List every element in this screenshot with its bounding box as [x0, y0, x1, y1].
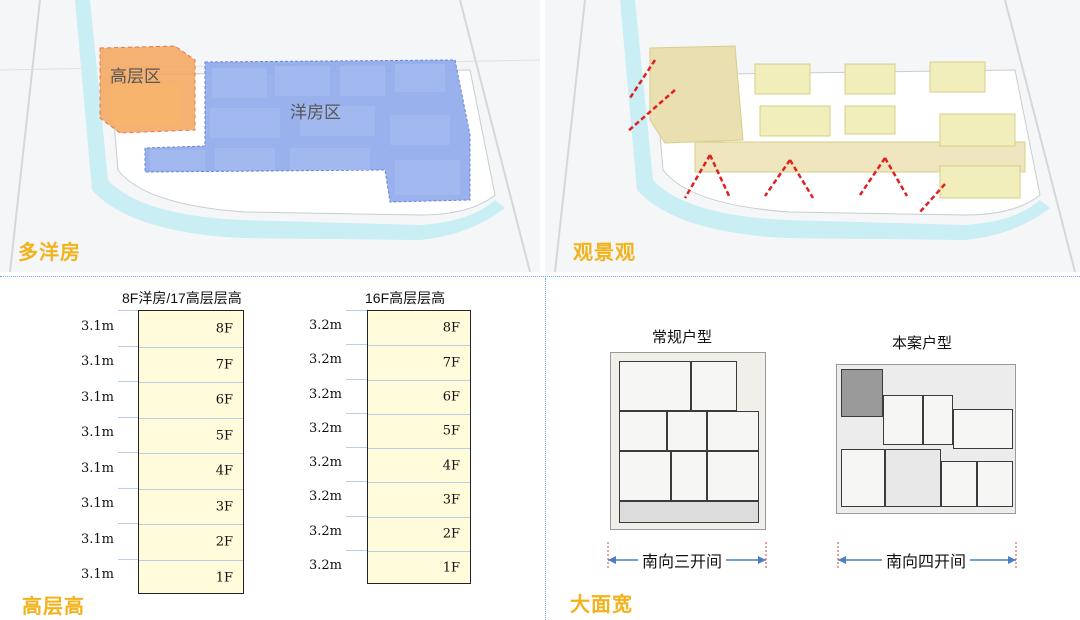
- stack-a-title: 8F洋房/17高层层高: [122, 290, 242, 306]
- floor-height-label: 3.2m: [308, 489, 342, 505]
- view-arrows: [626, 59, 946, 213]
- floor-row: 8F: [139, 311, 243, 347]
- floor-label: 1F: [215, 570, 233, 586]
- floor-height-label: 3.1m: [80, 318, 114, 334]
- floor-row: 6F: [139, 382, 243, 418]
- site-plan-apartment-zones: 高层区 洋房区 多洋房: [0, 0, 540, 272]
- plan-a-title: 常规户型: [652, 328, 713, 346]
- floor-height-label: 3.1m: [80, 460, 114, 476]
- floor-height-label: 3.2m: [308, 386, 342, 402]
- caption-tall-floors: 高层高: [22, 594, 85, 618]
- floor-plan-conventional: [610, 352, 766, 530]
- floor-row: 2F: [368, 516, 470, 551]
- caption-more-villas: 多洋房: [18, 240, 81, 264]
- floor-height-label: 3.1m: [80, 567, 114, 583]
- building-masses: [649, 45, 1026, 199]
- high-rise-zone-block: [99, 45, 196, 134]
- floor-row: 5F: [368, 413, 470, 448]
- floor-height-tick: [118, 310, 138, 311]
- floor-label: 5F: [215, 428, 233, 444]
- floor-label: 7F: [215, 357, 233, 373]
- floor-height-label: 3.1m: [80, 354, 114, 370]
- floor-height-tick: [118, 416, 138, 418]
- high-rise-zone-label: 高层区: [110, 67, 161, 87]
- floor-label: 8F: [215, 321, 233, 337]
- floor-height-tick: [346, 310, 367, 311]
- floor-height-label: 3.2m: [308, 352, 342, 368]
- floor-label: 6F: [442, 389, 460, 405]
- view-corridor-illustration: [554, 0, 1076, 272]
- floor-row: 6F: [368, 379, 470, 414]
- floor-label: 3F: [442, 492, 460, 508]
- floor-label: 8F: [442, 320, 460, 336]
- floor-label: 7F: [442, 355, 460, 371]
- floor-row: 1F: [368, 550, 470, 585]
- plan-b-title: 本案户型: [892, 334, 953, 352]
- floor-stack-b: 8F 7F 6F 5F 4F 3F 2F 1F: [367, 310, 471, 584]
- floor-height-label: 3.2m: [308, 420, 342, 436]
- floor-row: 8F: [368, 311, 470, 345]
- caption-wide-frontage: 大面宽: [570, 592, 633, 616]
- floor-row: 3F: [139, 488, 243, 525]
- floor-label: 5F: [442, 423, 460, 439]
- floor-row: 7F: [368, 345, 470, 379]
- floor-label: 4F: [442, 458, 460, 474]
- floor-height-tick: [346, 378, 367, 380]
- floor-label: 2F: [442, 526, 460, 542]
- floor-label: 2F: [215, 534, 233, 550]
- floor-label: 6F: [215, 392, 233, 408]
- floor-row: 4F: [139, 453, 243, 489]
- floor-height-tick: [118, 452, 138, 453]
- site-model-illustration: [0, 0, 540, 272]
- floor-height-tick: [346, 515, 367, 517]
- floor-label: 1F: [442, 560, 460, 576]
- villa-zone-label: 洋房区: [290, 103, 341, 123]
- floor-height-label: 3.1m: [80, 425, 114, 441]
- floor-height-label: 3.2m: [308, 455, 342, 471]
- stack-b-title: 16F高层层高: [365, 290, 446, 306]
- floor-row: 1F: [139, 559, 243, 596]
- floor-height-tick: [118, 523, 138, 524]
- floor-label: 3F: [215, 499, 233, 515]
- floor-height-tick: [118, 381, 138, 382]
- floor-height-label: 3.1m: [80, 531, 114, 547]
- floor-row: 7F: [139, 346, 243, 383]
- floor-stack-a: 8F 7F 6F 5F 4F 3F 2F 1F: [138, 310, 244, 594]
- floor-height-tick: [346, 447, 367, 448]
- floor-height-label: 3.2m: [308, 318, 342, 334]
- span-label-b: 南向四开间: [882, 548, 971, 572]
- floor-height-label: 3.2m: [308, 557, 342, 573]
- floor-height-tick: [118, 345, 138, 347]
- floor-plan-this-project: [836, 364, 1016, 514]
- span-label-a: 南向三开间: [638, 548, 727, 572]
- floor-height-tick: [346, 412, 367, 414]
- floor-height-tick: [346, 344, 367, 346]
- site-plan-views: 观景观: [545, 0, 1080, 272]
- floor-height-label: 3.1m: [80, 496, 114, 512]
- floor-row: 2F: [139, 524, 243, 560]
- floor-height-label: 3.1m: [80, 389, 114, 405]
- floor-height-tick: [346, 481, 367, 483]
- floor-height-tick: [346, 549, 367, 551]
- floor-row: 4F: [368, 448, 470, 482]
- floor-height-tick: [118, 487, 138, 489]
- floor-row: 5F: [139, 417, 243, 454]
- floor-row: 3F: [368, 482, 470, 516]
- floor-label: 4F: [215, 463, 233, 479]
- vertical-divider: [545, 278, 546, 620]
- floor-height-label: 3.2m: [308, 523, 342, 539]
- horizontal-divider: [0, 276, 1080, 277]
- floor-height-tick: [118, 558, 138, 560]
- caption-scenic-views: 观景观: [573, 240, 636, 264]
